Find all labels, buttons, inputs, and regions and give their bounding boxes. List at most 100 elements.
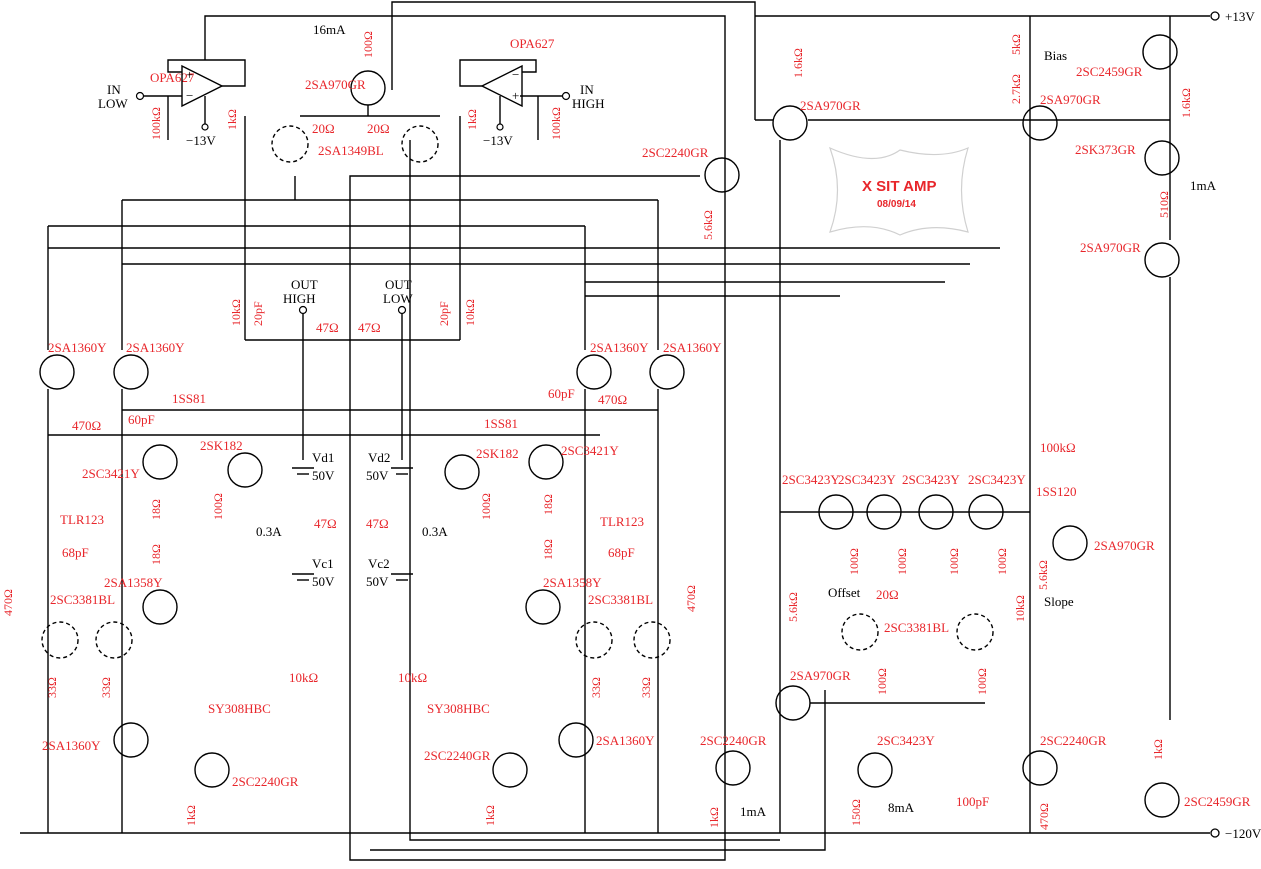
r33-right-a-label: 33Ω — [589, 677, 603, 698]
opamp-high-symbol — [480, 64, 523, 108]
input-low-section: IN LOW OPA627 + − −13V 100kΩ 1kΩ — [98, 59, 246, 148]
input-high-label-2: HIGH — [572, 96, 605, 111]
negative-rail: −120V — [20, 826, 1261, 841]
q-2sc3381-mid-label: 2SC3381BL — [884, 620, 949, 635]
feedback-wires — [47, 1, 1000, 861]
r470-right-label: 470Ω — [598, 392, 627, 407]
r20-offset-label: 20Ω — [876, 587, 899, 602]
title-box: X SIT AMP 08/09/14 — [828, 146, 969, 236]
q-2sc2459-top-label: 2SC2459GR — [1076, 64, 1143, 79]
input-high-section: IN HIGH OPA627 − + −13V 100kΩ 1kΩ — [459, 36, 605, 148]
q-2sa970-slope-label: 2SA970GR — [1094, 538, 1155, 553]
r100-b-label: 100Ω — [895, 548, 909, 575]
q-2sk182-right — [444, 454, 480, 490]
q-2sc2459-bottom — [1144, 782, 1180, 818]
q-2sa970-right — [1022, 105, 1058, 141]
r47-out-right-label: 47Ω — [358, 320, 381, 335]
opamp-high-label: OPA627 — [510, 36, 555, 51]
r33-right-b-label: 33Ω — [639, 677, 653, 698]
d-1ss81-right-label: 1SS81 — [484, 416, 518, 431]
input-high-label-1: IN — [580, 82, 594, 97]
q-2sc3423-b-label: 2SC3423Y — [838, 472, 896, 487]
input-low-terminal[interactable] — [135, 91, 145, 101]
q-2sc3381-right-a — [575, 621, 613, 659]
input-low-label-2: LOW — [98, 96, 128, 111]
opamp-low-symbol — [181, 64, 224, 108]
out-high-terminal[interactable] — [298, 305, 308, 315]
q-2sc2240-right-label: 2SC2240GR — [1040, 733, 1107, 748]
out-low-label-2: LOW — [383, 291, 413, 306]
q-2sc3381-mid-a — [841, 613, 879, 651]
r20-right-label: 20Ω — [367, 121, 390, 136]
r100-c-label: 100Ω — [947, 548, 961, 575]
r10k-bottom-right-label: 10kΩ — [398, 670, 427, 685]
q-2sk373-label: 2SK373GR — [1075, 142, 1136, 157]
q-2sa1360-l3-label: 2SA1360Y — [42, 738, 101, 753]
current-1ma-bottom: 1mA — [740, 804, 767, 819]
offset-trim-label: Offset — [828, 585, 861, 600]
r2k7-label: 2.7kΩ — [1009, 74, 1023, 104]
r470-bottom-right-label: 470Ω — [1037, 803, 1051, 830]
input-high-terminal[interactable] — [561, 91, 571, 101]
q-2sa1360-r3 — [558, 722, 594, 758]
q-2sc3421-left-label: 2SC3421Y — [82, 466, 140, 481]
out-low-terminal[interactable] — [397, 305, 407, 315]
r33-left-a-label: 33Ω — [45, 677, 59, 698]
out-high-label-2: HIGH — [283, 291, 316, 306]
c60p-right-label: 60pF — [548, 386, 575, 401]
r47-out-left-label: 47Ω — [316, 320, 339, 335]
vc2-label: Vc2 — [368, 556, 390, 571]
r100-e-label: 100Ω — [875, 668, 889, 695]
svg-text:+: + — [512, 88, 519, 103]
led-tlr-left-label: TLR123 — [60, 512, 104, 527]
q-2sc3381-left-a — [41, 621, 79, 659]
q-2sa1349-right — [401, 125, 439, 163]
c20p-left-label: 20pF — [251, 301, 265, 326]
q-2sc2459-top — [1142, 34, 1178, 70]
r470-far-left-label: 470Ω — [1, 589, 15, 616]
r1k-right-label: 1kΩ — [483, 805, 497, 826]
q-2sc3421-left — [142, 444, 178, 480]
bias-trim-label: Bias — [1044, 48, 1067, 63]
r510-label: 510Ω — [1157, 191, 1171, 218]
floating-supplies: Vd1 50V Vd2 50V 0.3A 47Ω 47Ω 0.3A Vc1 50… — [256, 450, 448, 685]
current-03a-right: 0.3A — [422, 524, 448, 539]
svg-text:−: − — [186, 88, 193, 103]
vd2-volt: 50V — [366, 468, 389, 483]
schematic-date: 08/09/14 — [877, 199, 916, 210]
r1k-left-label: 1kΩ — [184, 805, 198, 826]
q-2sk182-left — [227, 452, 263, 488]
q-2sc2240-bottom — [715, 750, 751, 786]
driver-section: 1.6kΩ 2SA970GR 2SC2240GR 5.6kΩ 2SC3423Y … — [642, 48, 1030, 833]
q-2sc3423-a-label: 2SC3423Y — [782, 472, 840, 487]
q-2sa1358-left-label: 2SA1358Y — [104, 575, 163, 590]
positive-rail-label: +13V — [1225, 9, 1255, 24]
slope-trim-label: Slope — [1044, 594, 1074, 609]
q-2sa1360-l3 — [113, 722, 149, 758]
d-1ss81-left-label: 1SS81 — [172, 391, 206, 406]
current-03a-left: 0.3A — [256, 524, 282, 539]
q-2sc2240-top-label: 2SC2240GR — [642, 145, 709, 160]
q-2sc3381-right-b — [633, 621, 671, 659]
r5k-bias-label: 5kΩ — [1009, 34, 1023, 55]
vc1-volt: 50V — [312, 574, 335, 589]
r-16ma-label: 100Ω — [361, 31, 375, 58]
current-8ma: 8mA — [888, 800, 915, 815]
q-2sa1360-l1-label: 2SA1360Y — [48, 340, 107, 355]
q-2sa970-right-label: 2SA970GR — [1040, 92, 1101, 107]
c20p-right-label: 20pF — [437, 301, 451, 326]
vd1-label: Vd1 — [312, 450, 334, 465]
r47-mid-right-label: 47Ω — [366, 516, 389, 531]
q-2sk373 — [1144, 140, 1180, 176]
q-2sc3381-left-b — [95, 621, 133, 659]
c60p-left-label: 60pF — [128, 412, 155, 427]
left-output-stage: 2SA1360Y 2SA1360Y 1SS81 470Ω 60pF 2SC342… — [1, 340, 658, 833]
r1k6-left-label: 1.6kΩ — [791, 48, 805, 78]
q-2sc3381-right-label: 2SC3381BL — [588, 592, 653, 607]
r100-a-label: 100Ω — [847, 548, 861, 575]
r-in-low-label: 100kΩ — [149, 107, 163, 140]
r18-left-1-label: 18Ω — [149, 499, 163, 520]
q-2sc3423-d-label: 2SC3423Y — [968, 472, 1026, 487]
r470-left-label: 470Ω — [72, 418, 101, 433]
r100-sk-left-label: 100Ω — [211, 493, 225, 520]
